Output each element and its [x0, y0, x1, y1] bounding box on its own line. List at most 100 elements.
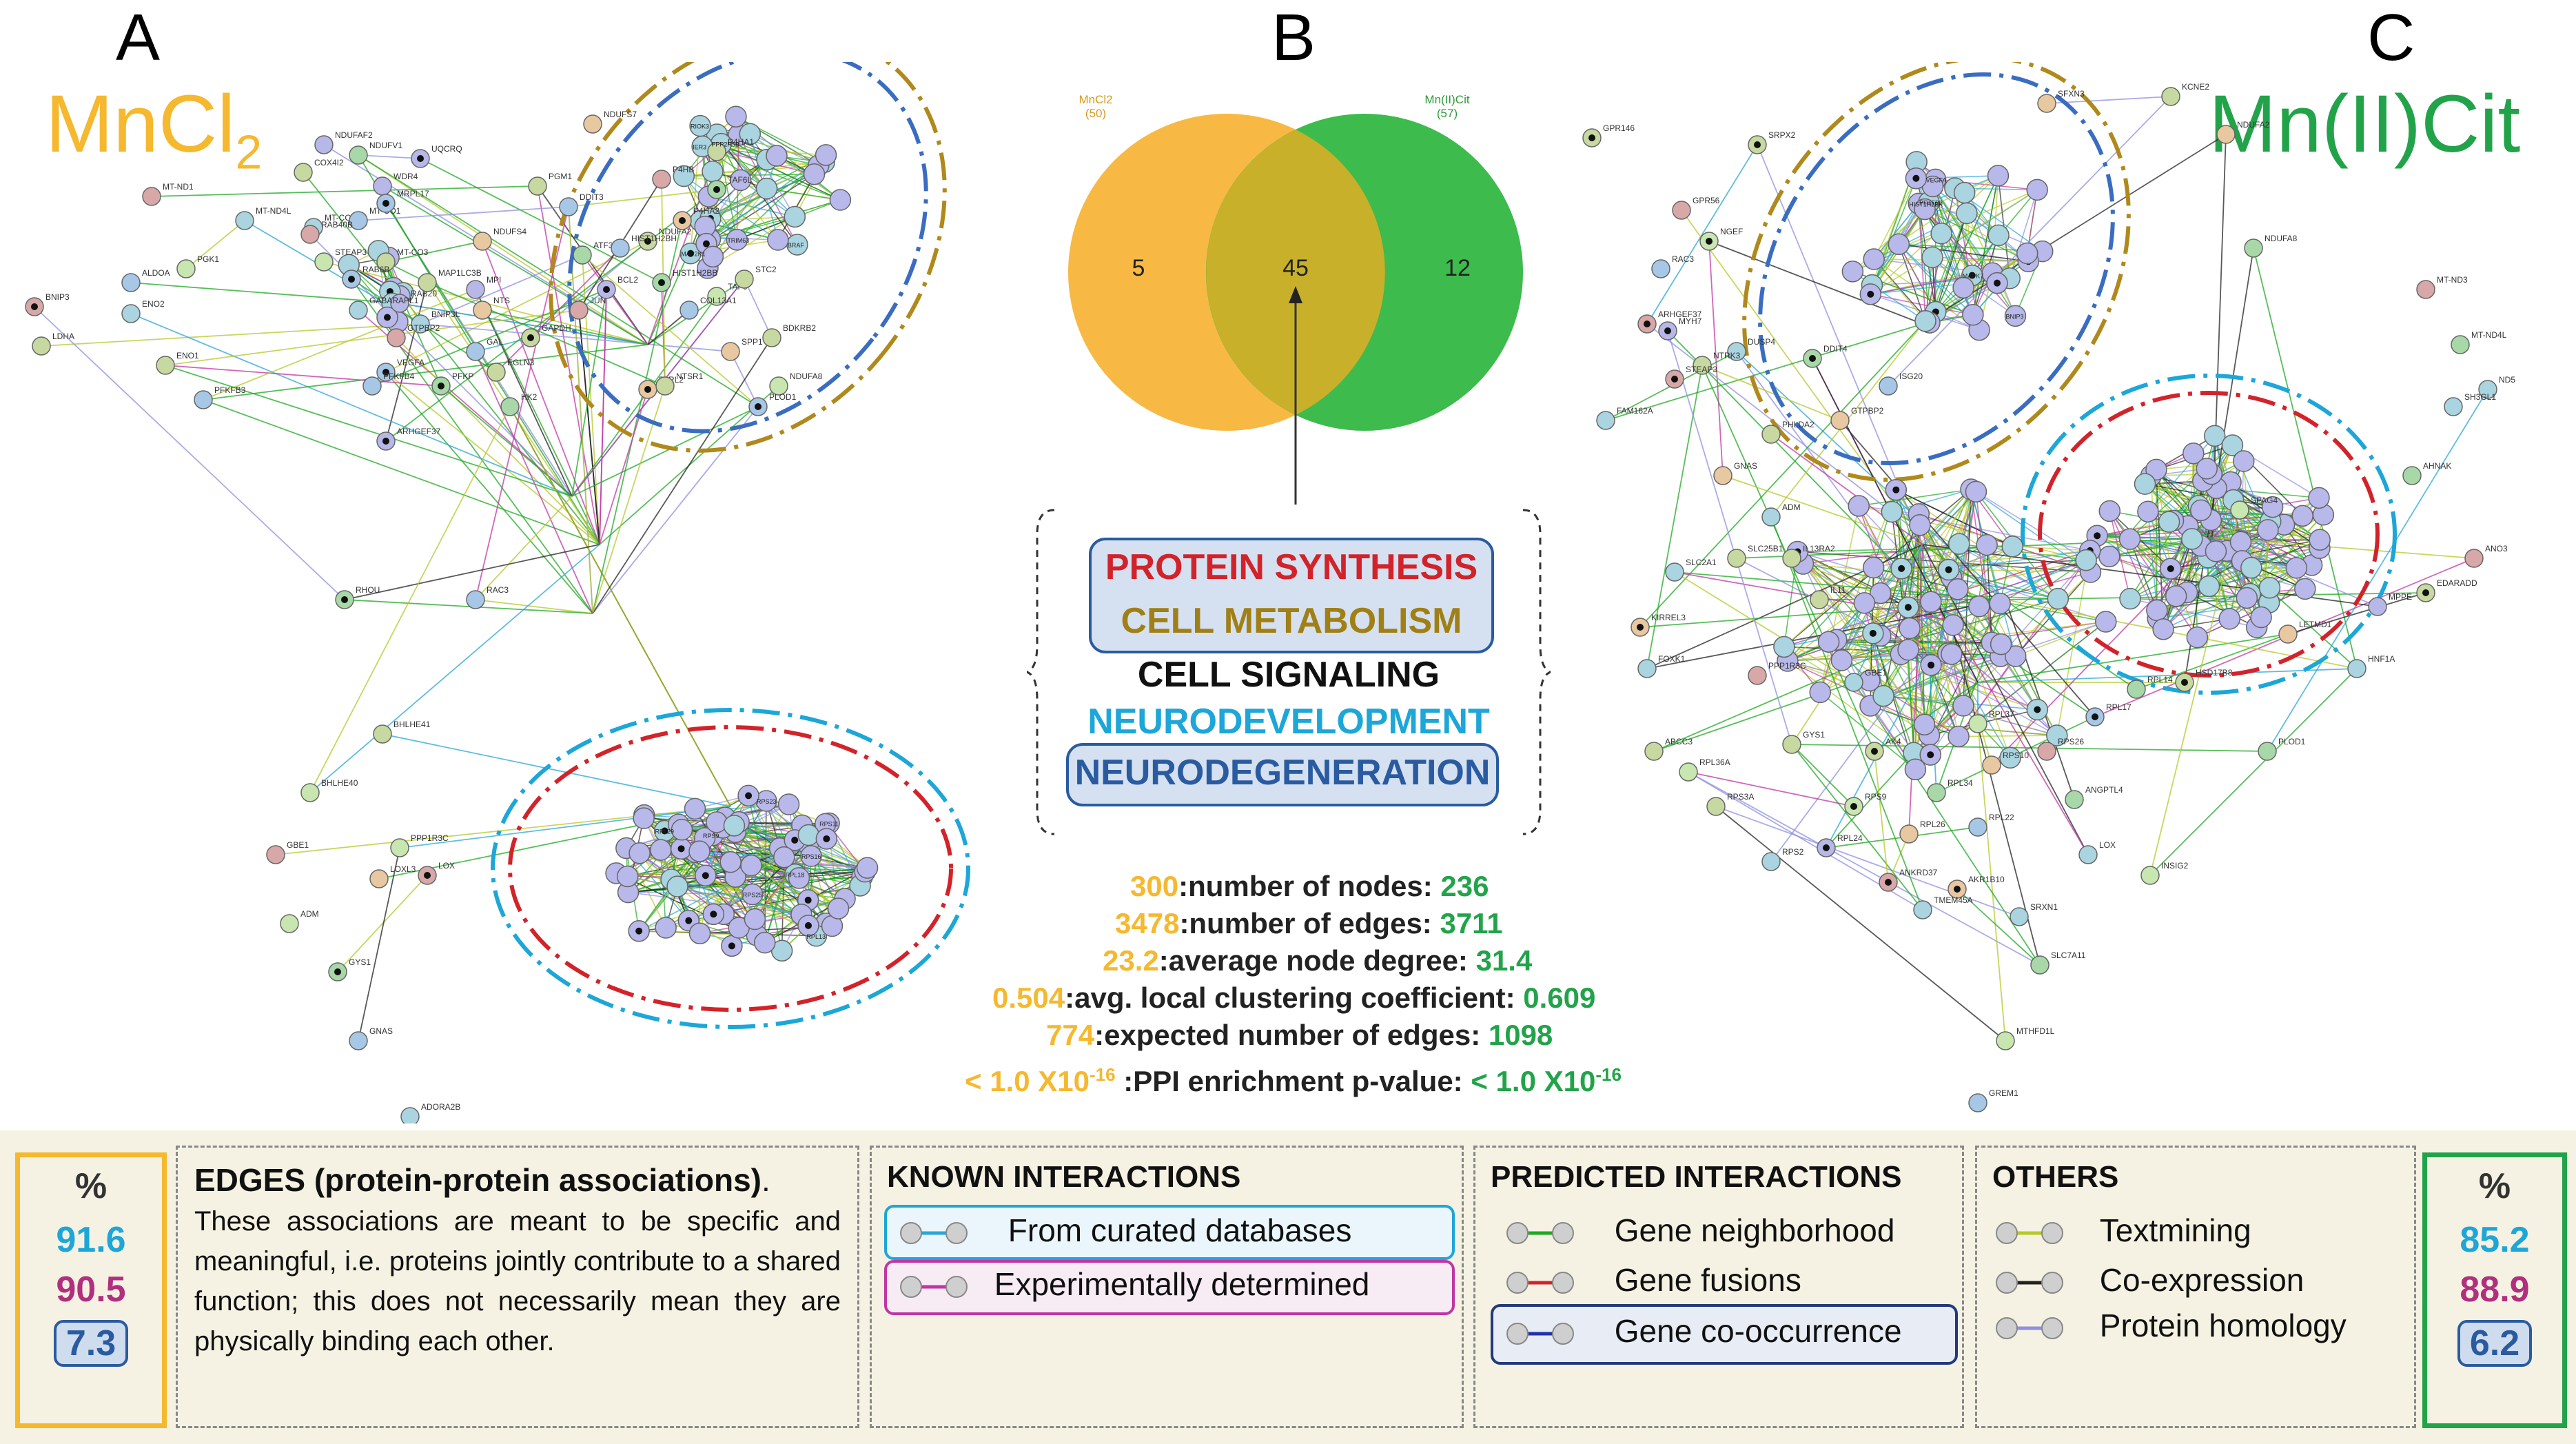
left-percentages: % 91.6 90.5 7.3: [15, 1152, 167, 1428]
network-edge: [1715, 806, 2006, 1041]
legend-row-cooccurrence: Gene co-occurrence: [1502, 1312, 1902, 1350]
network-edge: [1639, 599, 2006, 628]
protein-node: [671, 818, 693, 841]
network-edge: [358, 154, 759, 407]
protein-node: [142, 187, 161, 206]
network-edge: [475, 599, 593, 614]
protein-node: [1727, 549, 1746, 568]
panel-c-letter: C: [2367, 1, 2415, 74]
protein-node-structure-marker: [1588, 134, 1595, 141]
stat-row-degree: 23.2:average node degree: 31.4: [1103, 944, 1532, 977]
protein-node-structure-marker: [635, 927, 643, 935]
protein-node: [1761, 507, 1781, 527]
network-edge: [1959, 735, 2057, 738]
network-edge: [41, 323, 421, 347]
protein-node-structure-marker: [1954, 886, 1961, 893]
network-edge: [358, 154, 648, 345]
network-edge: [1736, 351, 2006, 600]
protein-node-label: BNIP3: [45, 292, 70, 302]
protein-node: [2244, 238, 2263, 258]
function-protein-synthesis: PROTEIN SYNTHESIS: [1105, 547, 1478, 587]
protein-node: [616, 865, 639, 888]
protein-node: [1962, 304, 1984, 326]
protein-node: [800, 845, 822, 867]
protein-node: [1968, 817, 1987, 837]
network-edge: [1722, 475, 1923, 545]
protein-node: [666, 875, 688, 897]
protein-node-label: RPS23: [757, 798, 777, 805]
protein-node-structure-marker: [382, 438, 389, 445]
protein-node-label: GYS1: [1803, 730, 1825, 740]
protein-node: [1862, 556, 1885, 579]
function-neurodegeneration-box: NEURODEGENERATION: [1066, 743, 1499, 806]
protein-node-label: SLC2A1: [1686, 558, 1717, 567]
protein-node: [2196, 458, 2218, 480]
protein-node: [373, 176, 392, 196]
protein-node-structure-marker: [687, 250, 695, 257]
protein-node-label: MT-CO2: [325, 213, 356, 223]
protein-node-structure-marker: [677, 845, 685, 853]
protein-node-structure-marker: [384, 314, 391, 321]
protein-node-label: PGM1: [549, 172, 572, 181]
protein-node: [2294, 578, 2316, 600]
protein-node: [156, 356, 175, 375]
protein-node: [633, 807, 655, 829]
protein-node-structure-marker: [438, 383, 444, 389]
edges-body: These associations are meant to be speci…: [194, 1206, 841, 1356]
stat-row-edges: 3478:number of edges: 3711: [1115, 907, 1503, 940]
protein-node: [2127, 680, 2146, 699]
protein-node-label: RAC3: [487, 585, 509, 595]
network-edge: [1639, 323, 1923, 628]
protein-node-label: BNIP3L: [431, 309, 460, 319]
stat-pvalue-left-base: < 1.0 X10: [965, 1065, 1090, 1097]
protein-node: [373, 724, 392, 744]
network-edge: [1870, 274, 1972, 295]
protein-node-label: NDUFA8: [2265, 234, 2298, 243]
protein-node: [314, 135, 334, 154]
protein-node: [2161, 87, 2180, 106]
protein-node-label: HIST1H2BH: [631, 234, 677, 243]
left-ribo-cluster-outline-blue: [491, 708, 970, 1029]
protein-node-label: INSIG2: [2161, 861, 2189, 871]
network-edge: [1975, 491, 1993, 643]
protein-node-label: ANKRD37: [1899, 868, 1938, 877]
network-edge: [627, 829, 683, 893]
edges-title-line: EDGES (protein-protein associations).: [194, 1161, 841, 1199]
protein-node: [2098, 545, 2120, 568]
network-edge: [1674, 571, 1854, 683]
protein-node: [1952, 695, 1974, 717]
panel-a-condition: MnCl2: [45, 77, 262, 180]
stat-pvalue-right-exp: -16: [1595, 1064, 1622, 1085]
protein-node: [473, 232, 492, 251]
legend-row-experimental: Experimentally determined: [896, 1265, 1369, 1303]
protein-node-label: SRPX2: [1768, 130, 1796, 140]
right-brace: [1522, 509, 1551, 835]
protein-node-label: RPL36A: [1699, 757, 1730, 767]
protein-node: [2261, 496, 2284, 518]
protein-node-label: PGK1: [197, 254, 219, 264]
stat-pvalue-right: < 1.0 X10-16: [1471, 1064, 1622, 1097]
protein-node: [573, 245, 592, 265]
protein-node: [559, 197, 578, 216]
protein-node: [1927, 783, 1946, 802]
panel-a-condition-sub: 2: [235, 125, 263, 179]
network-edge: [2009, 190, 2038, 279]
protein-node: [1914, 198, 1936, 221]
network-edge: [34, 306, 345, 600]
protein-node-label: KCNE2: [2182, 82, 2209, 92]
right-pct-known: 85.2: [2460, 1220, 2530, 1260]
network-edge: [592, 406, 759, 614]
edges-description-card: EDGES (protein-protein associations). Th…: [176, 1146, 859, 1428]
protein-node-label: FOXK1: [1658, 654, 1686, 664]
stat-clustering-left: 0.504: [992, 982, 1065, 1014]
protein-node-structure-marker: [1867, 290, 1874, 298]
protein-node-label: GTPBP2: [1851, 406, 1884, 416]
stat-pvalue-label: :PPI enrichment p-value:: [1123, 1065, 1463, 1097]
stat-nodes-right: 236: [1440, 870, 1489, 902]
protein-node-structure-marker: [710, 911, 717, 918]
stat-pvalue-left-exp: -16: [1089, 1064, 1116, 1085]
protein-node: [1596, 411, 1615, 430]
protein-node: [2216, 125, 2236, 144]
network-edge: [1898, 244, 1926, 322]
protein-node: [2075, 549, 2097, 571]
